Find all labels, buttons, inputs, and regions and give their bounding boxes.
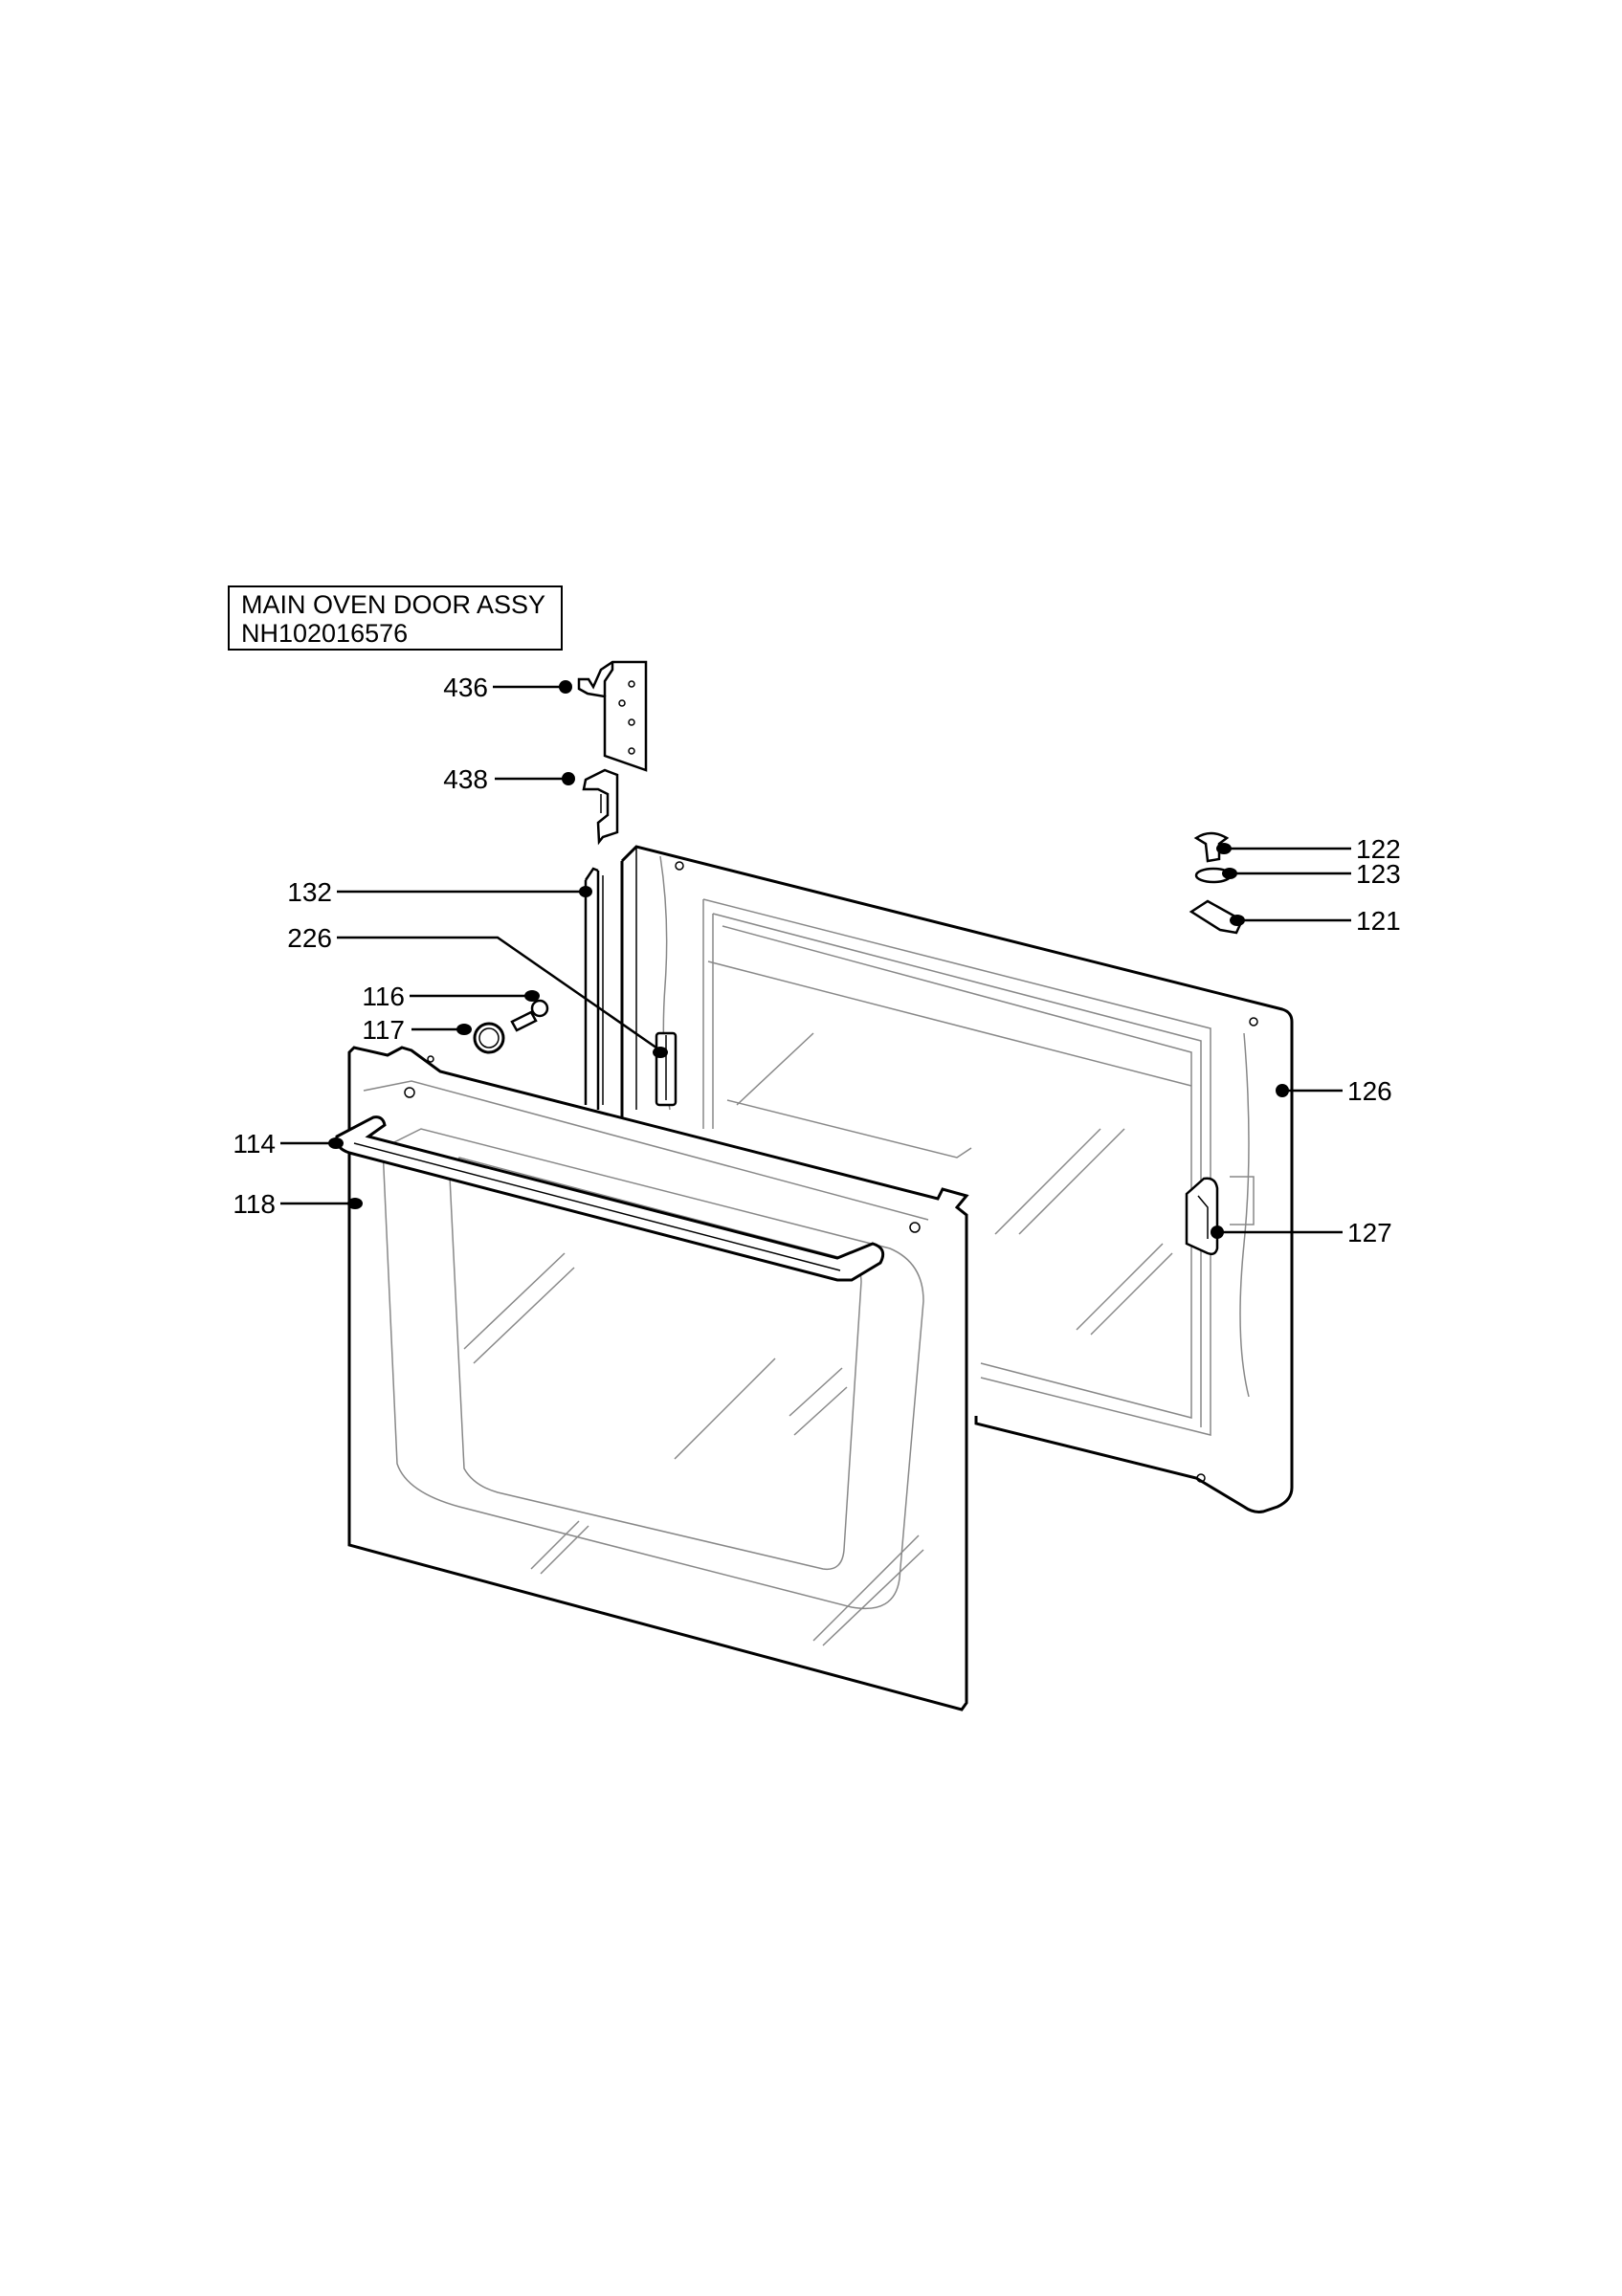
clip-121: [1189, 899, 1244, 935]
callout-dot-123: [1222, 868, 1237, 879]
callout-dot-226: [653, 1047, 668, 1058]
callout-labels: 436 438 132 226 116 117 114 118 122 123 …: [233, 673, 1400, 1247]
screw-122: [1193, 831, 1230, 863]
assembly-title: MAIN OVEN DOOR ASSY: [241, 590, 546, 619]
latch-127: [1185, 1177, 1219, 1256]
callout-dot-121: [1230, 915, 1245, 926]
bracket-226: [655, 1031, 678, 1107]
callout-dot-116: [524, 990, 540, 1002]
handle-114: [335, 1115, 885, 1282]
washer-117: [473, 1022, 505, 1054]
callout-label-118: 118: [233, 1189, 276, 1219]
callout-dot-438: [562, 772, 575, 785]
hinge-receiver-438: [582, 768, 619, 846]
callout-label-226: 226: [287, 923, 332, 953]
callout-leaders: [280, 685, 1351, 1234]
callout-label-438: 438: [443, 764, 488, 794]
callout-label-122: 122: [1356, 834, 1401, 864]
callout-label-116: 116: [362, 982, 405, 1011]
assembly-title-box: MAIN OVEN DOOR ASSY NH102016576: [228, 585, 563, 651]
callout-dot-127: [1211, 1225, 1224, 1239]
callout-dot-117: [456, 1024, 472, 1035]
callout-dot-436: [559, 680, 572, 694]
callout-label-121: 121: [1356, 906, 1401, 936]
callout-dot-118: [347, 1198, 363, 1209]
callout-label-123: 123: [1356, 859, 1401, 889]
callout-label-132: 132: [287, 877, 332, 907]
callout-dots: [328, 680, 1289, 1239]
callout-label-436: 436: [443, 673, 488, 702]
callout-label-117: 117: [362, 1015, 405, 1045]
screw-116: [510, 999, 549, 1032]
outer-door-panel: [347, 1046, 969, 1711]
hinge-436: [577, 660, 648, 772]
callout-label-127: 127: [1347, 1218, 1392, 1247]
seal-strip-132: [584, 867, 604, 1110]
callout-label-126: 126: [1347, 1076, 1392, 1106]
callout-dot-126: [1276, 1084, 1289, 1097]
callout-label-114: 114: [233, 1129, 276, 1159]
callout-dot-132: [579, 886, 592, 897]
assembly-part-number: NH102016576: [241, 619, 409, 648]
callout-dot-114: [328, 1137, 344, 1149]
callout-dot-122: [1216, 843, 1232, 854]
